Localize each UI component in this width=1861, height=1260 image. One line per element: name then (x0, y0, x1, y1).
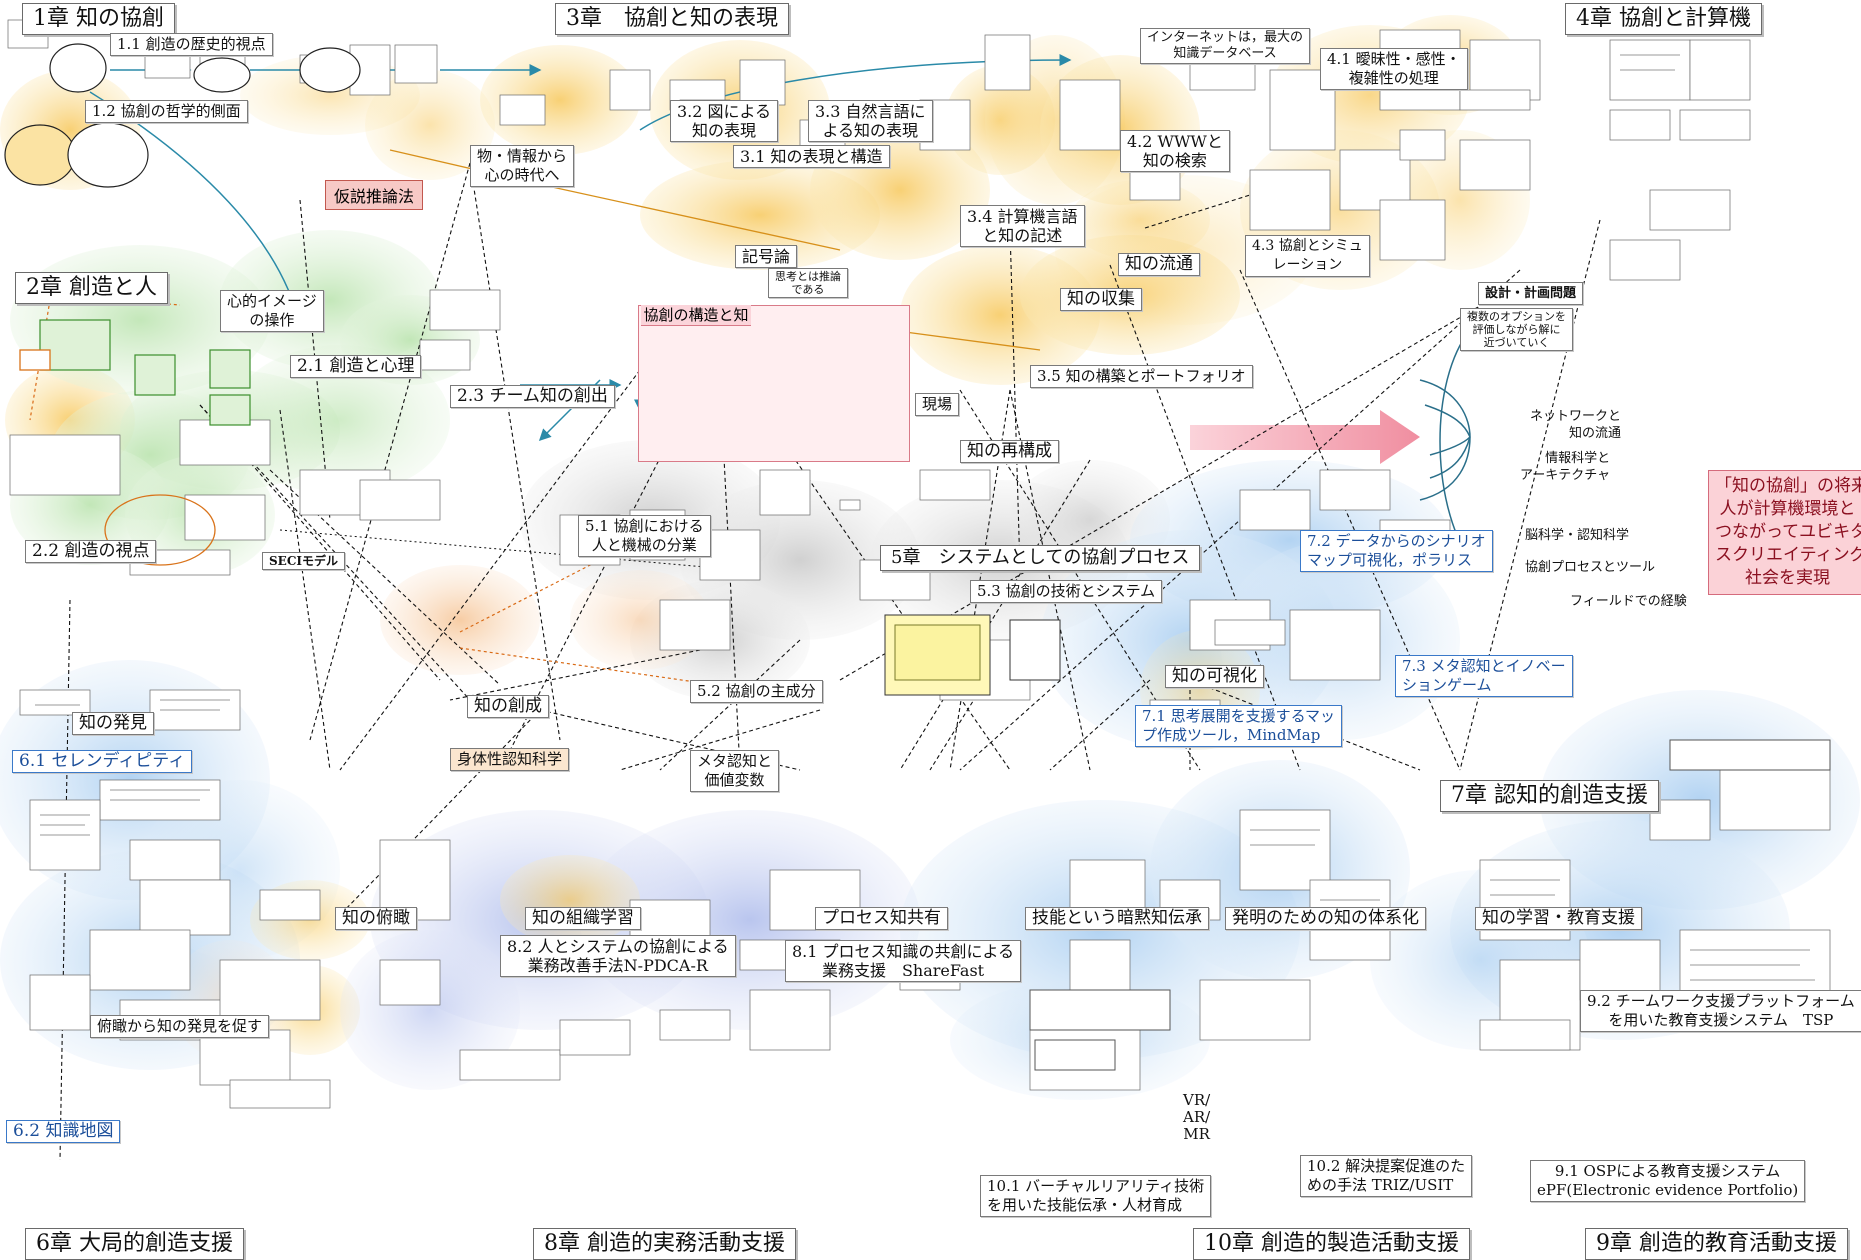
section-2-3: 2.3 チーム知の創出 (450, 385, 615, 408)
section-1-1: 1.1 創造の歴史的視点 (110, 33, 273, 56)
section-9-2: 9.2 チームワーク支援プラットフォーム を用いた教育支援システム TSP (1580, 990, 1861, 1032)
design-planning-sub: 複数のオプションを 評価しながら解に 近づいていく (1460, 308, 1573, 351)
section-7-3: 7.3 メタ認知とイノベー ションゲーム (1395, 655, 1573, 697)
section-4-3: 4.3 協創とシミュ レーション (1245, 235, 1370, 277)
future-goal-box: 「知の協創」の将来 人が計算機環境と つながってユビキタ スクリエイティング 社… (1708, 470, 1861, 595)
section-5-3: 5.3 協創の技術とシステム (970, 580, 1163, 603)
section-2-2: 2.2 創造の視点 (25, 540, 157, 563)
section-3-1: 3.1 知の表現と構造 (733, 145, 890, 168)
knowledge-visualization: 知の可視化 (1165, 665, 1264, 688)
chapter-4-label: 4章 協創と計算機 (1565, 3, 1762, 35)
section-5-2: 5.2 協創の主成分 (690, 680, 823, 703)
section-7-1: 7.1 思考展開を支援するマッ プ作成ツール，MindMap (1135, 705, 1343, 747)
section-2-1: 2.1 創造と心理 (290, 355, 422, 378)
knowledge-collection: 知の収集 (1060, 288, 1142, 311)
goal-source-2: 情報科学と アーキテクチャ (1520, 451, 1611, 483)
knowledge-creation: 知の創成 (467, 695, 549, 718)
chapter-6-label: 6章 大局的創造支援 (25, 1228, 244, 1260)
knowledge-distribution: 知の流通 (1118, 253, 1200, 276)
from-things-to-mind: 物・情報から 心の時代へ (470, 145, 575, 187)
goal-source-1: ネットワークと 知の流通 (1530, 409, 1622, 441)
overview-to-discovery: 俯瞰から知の発見を促す (90, 1015, 270, 1038)
section-10-2: 10.2 解決提案促進のた めの手法 TRIZ/USIT (1300, 1155, 1473, 1197)
mental-image-operation: 心的イメージ の操作 (220, 290, 324, 332)
design-planning-problem: 設計・計画問題 (1478, 282, 1584, 305)
tacit-skill-transfer: 技能という暗黙知伝承 (1025, 907, 1209, 930)
cocreation-structure-title: 協創の構造と知 (641, 305, 751, 326)
goal-source-5: フィールドでの経験 (1570, 594, 1687, 609)
section-6-2: 6.2 知識地図 (6, 1120, 121, 1143)
section-7-2: 7.2 データからのシナリオ マップ可視化，ポラリス (1300, 530, 1493, 572)
seci-model: SECIモデル (262, 552, 345, 570)
goal-source-4: 協創プロセスとツール (1525, 560, 1656, 575)
semiotics-label: 記号論 (735, 245, 798, 268)
cocreation-structure-box: 協創の構造と知 (638, 305, 910, 462)
section-4-1: 4.1 曖昧性・感性・ 複雑性の処理 (1320, 48, 1468, 90)
chapter-5-label: 5章 システムとしての協創プロセス (880, 545, 1201, 571)
section-9-1: 9.1 OSPによる教育支援システム ePF(Electronic eviden… (1530, 1160, 1806, 1202)
chapter-3-label: 3章 協創と知の表現 (555, 3, 789, 35)
section-4-2: 4.2 WWWと 知の検索 (1120, 130, 1230, 172)
section-3-5: 3.5 知の構築とポートフォリオ (1030, 365, 1253, 388)
goal-source-3: 脳科学・認知科学 (1525, 528, 1630, 543)
knowledge-discovery: 知の発見 (72, 712, 154, 735)
embodied-cognition: 身体性認知科学 (450, 748, 570, 771)
chapter-2-label: 2章 創造と人 (15, 272, 168, 304)
internet-note: インターネットは，最大の 知識データベース (1140, 28, 1311, 64)
section-6-1: 6.1 セレンディピティ (12, 750, 193, 773)
vr-ar-mr: VR/ AR/ MR (1183, 1091, 1211, 1143)
section-3-4: 3.4 計算機言語 と知の記述 (960, 205, 1085, 247)
learning-education-support: 知の学習・教育支援 (1475, 907, 1642, 930)
section-10-1: 10.1 バーチャルリアリティ技術 を用いた技能伝承・人材育成 (980, 1175, 1212, 1217)
chapter-1-label: 1章 知の協創 (22, 3, 175, 35)
section-8-1: 8.1 プロセス知識の共創による 業務支援 ShareFast (785, 940, 1022, 982)
chapter-7-label: 7章 認知的創造支援 (1440, 780, 1659, 812)
chapter-9-label: 9章 創造的教育活動支援 (1585, 1228, 1848, 1260)
section-3-3: 3.3 自然言語に よる知の表現 (808, 100, 933, 142)
section-3-2: 3.2 図による 知の表現 (670, 100, 779, 142)
section-5-1: 5.1 協創における 人と機械の分業 (578, 515, 711, 557)
goal-arrow (1190, 410, 1420, 464)
semiotics-sub: 思考とは推論 である (768, 268, 848, 298)
metacognition-value: メタ認知と 価値変数 (690, 750, 780, 792)
knowledge-overview: 知の俯瞰 (335, 907, 417, 930)
field-site: 現場 (915, 393, 960, 416)
organizational-learning: 知の組織学習 (525, 907, 641, 930)
invention-systematization: 発明のための知の体系化 (1225, 907, 1426, 930)
chapter-10-label: 10章 創造的製造活動支援 (1193, 1228, 1470, 1260)
process-knowledge-sharing: プロセス知共有 (815, 907, 948, 930)
abduction-label: 仮説推論法 (325, 180, 424, 210)
chapter-8-label: 8章 創造的実務活動支援 (533, 1228, 796, 1260)
knowledge-reconstruction: 知の再構成 (960, 440, 1059, 463)
section-1-2: 1.2 協創の哲学的側面 (85, 100, 248, 123)
section-8-2: 8.2 人とシステムの協創による 業務改善手法N-PDCA-R (500, 935, 736, 977)
